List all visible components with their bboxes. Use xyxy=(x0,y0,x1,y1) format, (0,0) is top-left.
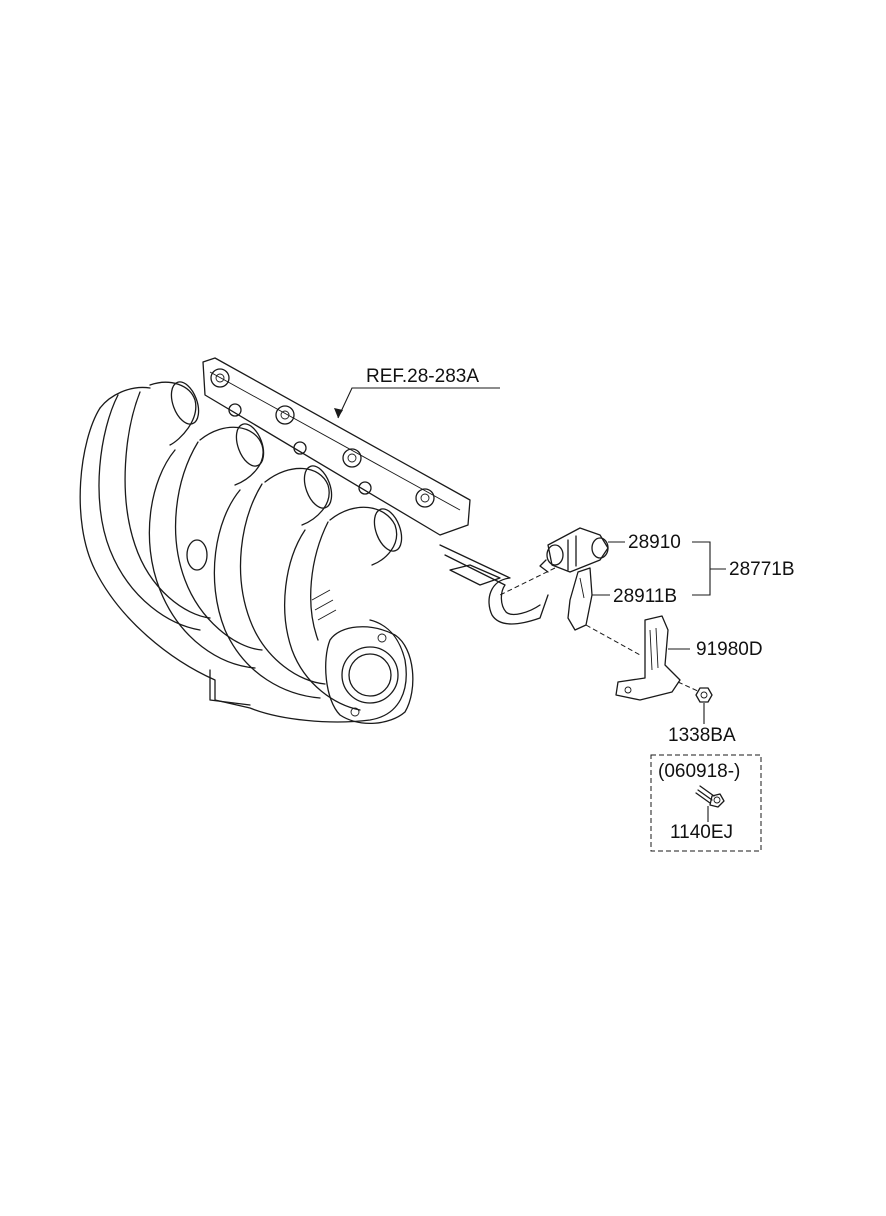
callout-ref: REF.28-283A xyxy=(366,366,480,387)
bolt-1140ej-drawing xyxy=(695,785,725,808)
callout-28910: 28910 xyxy=(628,532,681,553)
callout-28771b: 28771B xyxy=(729,559,795,580)
callout-28911b: 28911B xyxy=(613,586,678,607)
intake-manifold-drawing xyxy=(79,357,549,725)
callout-date-range: (060918-) xyxy=(658,761,741,782)
variant-box xyxy=(650,754,762,852)
ref-leader-line xyxy=(337,387,500,419)
callout-91980d: 91980D xyxy=(696,639,763,660)
callout-1338ba: 1338BA xyxy=(668,725,736,746)
callout-1140ej: 1140EJ xyxy=(670,822,734,843)
bracket-28911b-drawing xyxy=(567,567,593,631)
leader-28771b xyxy=(692,541,726,596)
purge-valve-drawing xyxy=(539,527,609,573)
clip-91980d-drawing xyxy=(615,615,681,701)
nut-1338ba-drawing xyxy=(695,687,713,703)
